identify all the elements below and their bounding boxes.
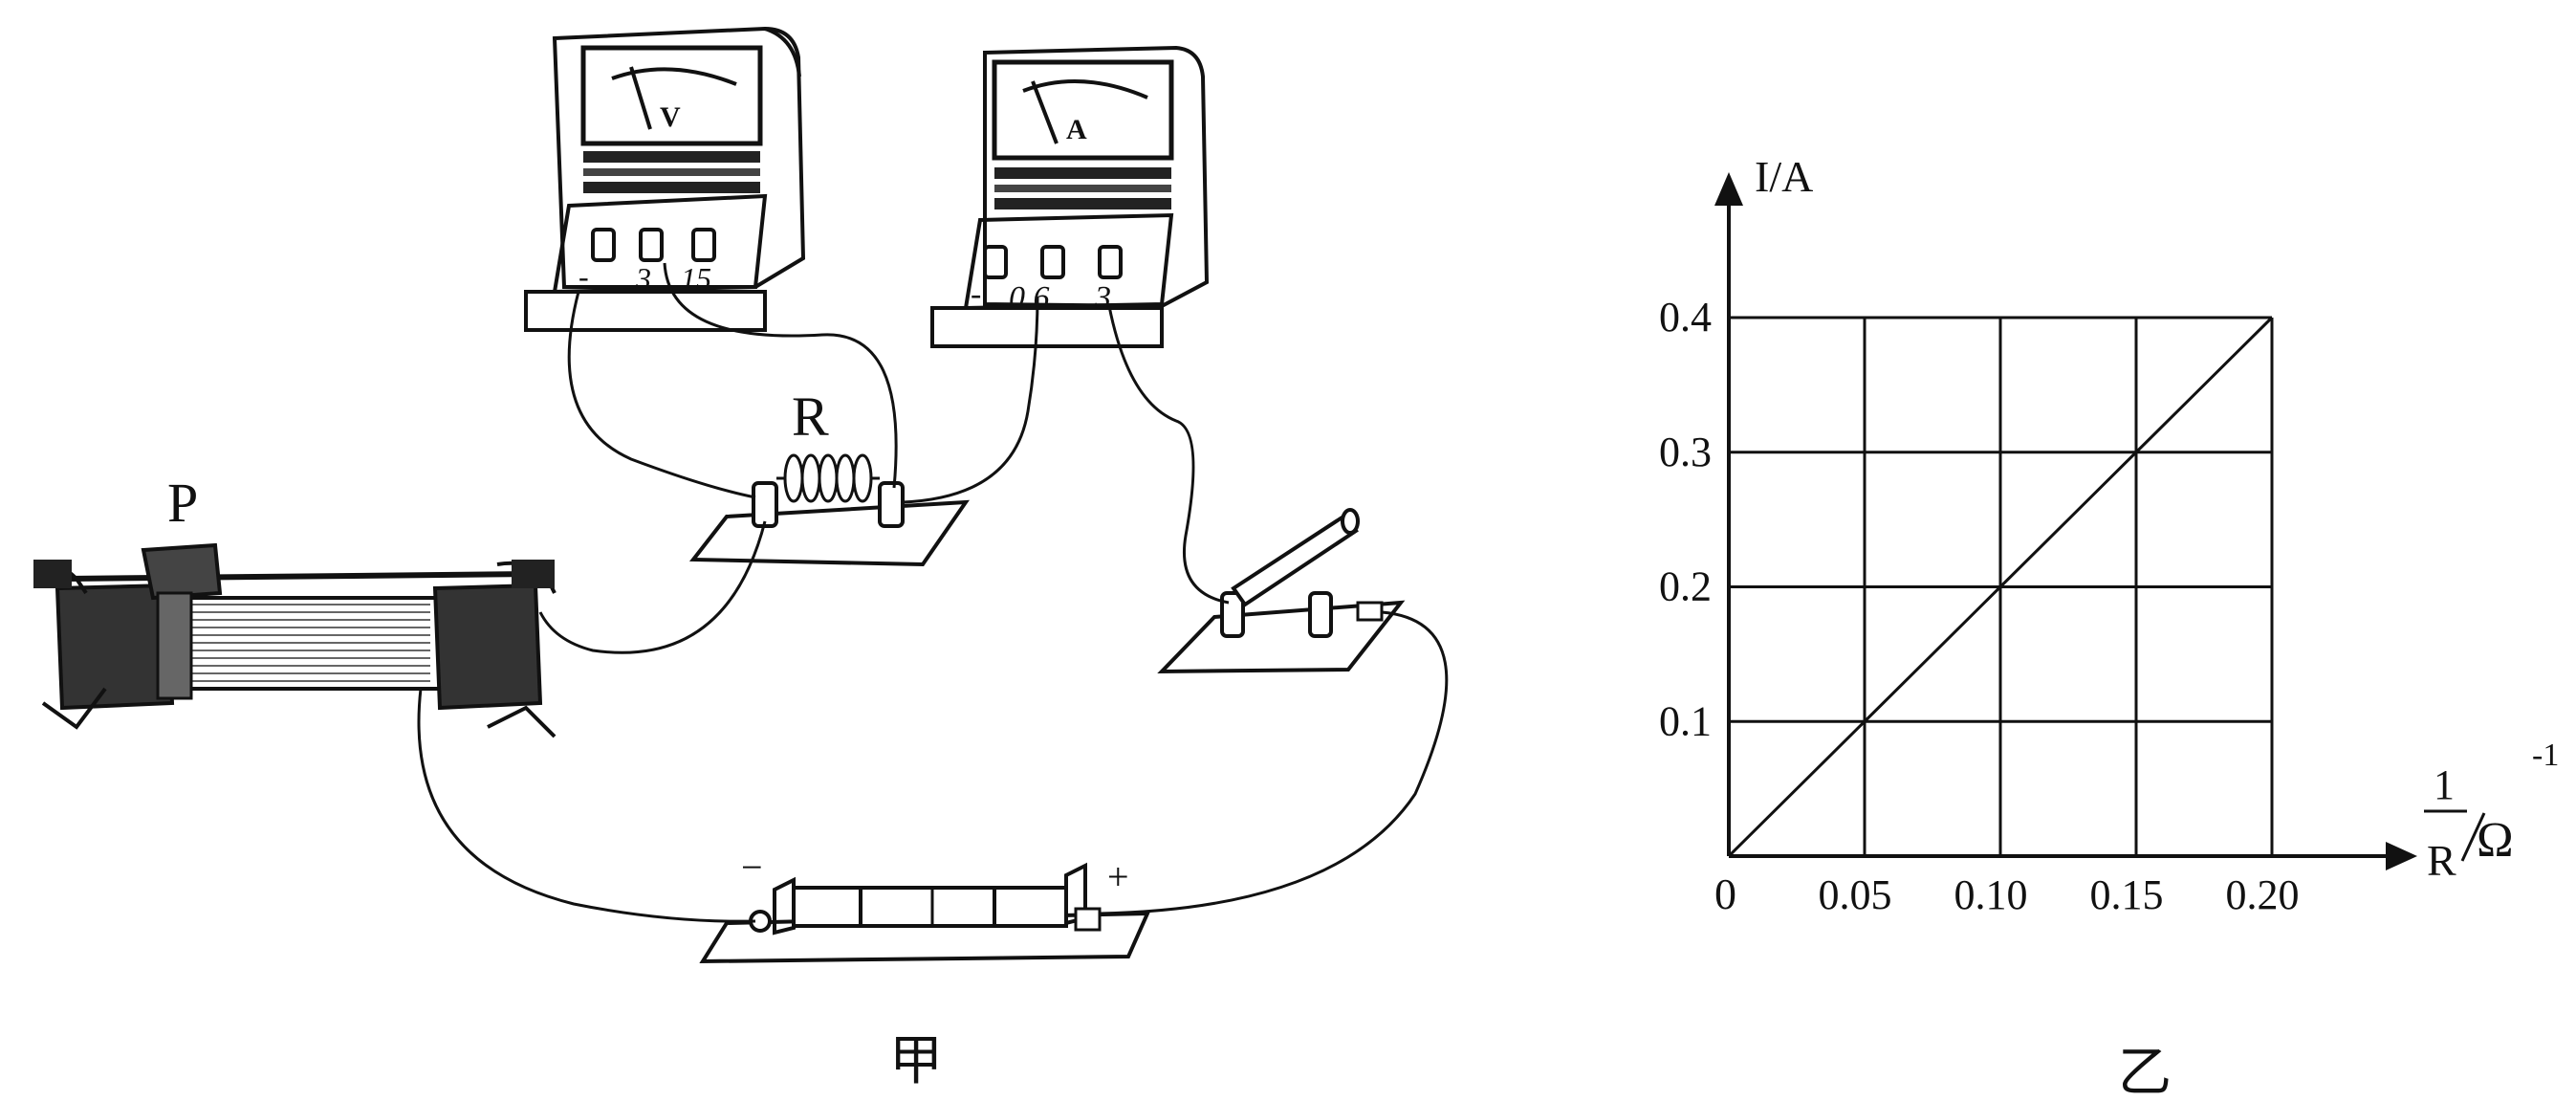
series-line	[1727, 316, 2274, 858]
battery-negative: −	[741, 846, 763, 889]
graph-series	[1727, 316, 2274, 858]
graph-grid	[1729, 316, 2274, 856]
y-tick-label: 0.1	[1659, 697, 1712, 744]
voltmeter-terminal-15: 15	[681, 261, 711, 296]
voltmeter: V - 3 15	[524, 26, 806, 332]
y-tick-label: 0.4	[1659, 294, 1712, 341]
y-axis-arrow	[1714, 172, 1743, 206]
origin-label: 0	[1714, 870, 1736, 918]
battery: − +	[699, 846, 1151, 964]
x-axis-label-numerator: 1	[2434, 761, 2455, 808]
resistor: R	[688, 385, 970, 567]
voltmeter-terminals	[591, 228, 716, 262]
x-axis-label-denominator: R	[2427, 836, 2456, 885]
battery-positive: +	[1107, 855, 1129, 898]
ammeter-terminal-3: 3	[1094, 280, 1111, 316]
resistor-coil	[783, 453, 873, 503]
graph: 0.05 0.10 0.15 0.20 0.1 0.2 0.3 0.4 0 I/A 1 R …	[1659, 152, 2559, 1101]
rheostat: P	[33, 472, 557, 738]
x-tick-label: 0.15	[2090, 871, 2164, 918]
graph-caption: 乙	[2118, 1042, 2172, 1101]
circuit-diagram: V - 3 15 A	[33, 26, 1449, 1092]
x-axis-unit: Ω	[2477, 813, 2514, 868]
y-tick-label: 0.3	[1659, 429, 1712, 475]
voltmeter-terminal-neg: -	[579, 259, 589, 294]
ammeter-terminal-neg: -	[971, 276, 981, 312]
ammeter-letter: A	[1066, 114, 1087, 145]
x-tick-label: 0.10	[1954, 871, 2028, 918]
y-axis-label: I/A	[1755, 152, 1813, 201]
y-tick-label: 0.2	[1659, 563, 1712, 610]
ammeter: A - 0.6 3	[930, 45, 1210, 348]
circuit-wires	[417, 262, 1449, 923]
x-tick-label: 0.05	[1819, 871, 1892, 918]
x-tick-labels: 0.05 0.10 0.15 0.20	[1819, 871, 2300, 918]
resistor-label: R	[792, 385, 829, 448]
rheostat-winding	[163, 604, 430, 682]
circuit-caption: 甲	[889, 1030, 943, 1092]
x-axis-label: 1 R Ω -1	[2424, 738, 2559, 885]
ammeter-terminal-06: 0.6	[1009, 280, 1050, 316]
y-tick-labels: 0.1 0.2 0.3 0.4	[1659, 294, 1712, 744]
voltmeter-terminal-3: 3	[635, 261, 651, 296]
x-axis-exponent: -1	[2532, 738, 2559, 773]
x-axis-arrow	[2386, 842, 2417, 870]
x-tick-label: 0.20	[2226, 871, 2300, 918]
voltmeter-letter: V	[660, 101, 681, 133]
ammeter-terminals	[983, 245, 1123, 279]
slider-label: P	[167, 472, 198, 534]
switch	[1157, 508, 1406, 674]
